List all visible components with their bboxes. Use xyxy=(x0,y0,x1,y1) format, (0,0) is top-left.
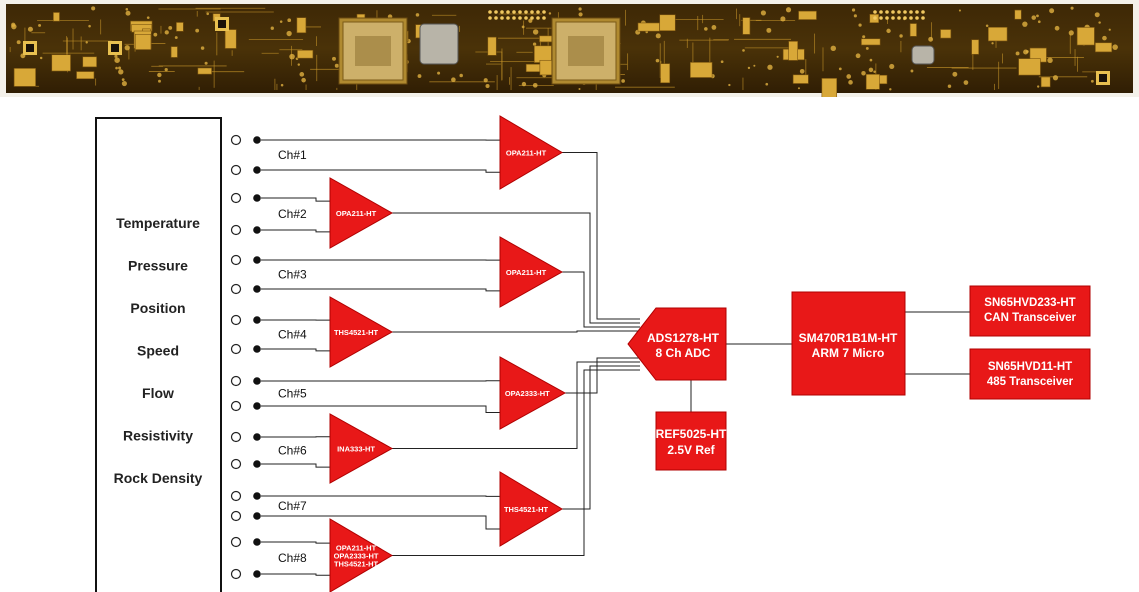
channel-label: Ch#5 xyxy=(278,387,307,401)
channel-label: Ch#6 xyxy=(278,444,307,458)
input-terminal-dot xyxy=(253,194,261,202)
rs485-name: SN65HVD11-HT xyxy=(988,361,1072,373)
ref-name: REF5025-HT xyxy=(656,427,727,441)
input-terminal-open xyxy=(232,377,241,386)
input-terminal-open xyxy=(232,316,241,325)
amplifier-label: OPA211-HT xyxy=(336,209,377,218)
input-terminal-dot xyxy=(253,377,261,385)
measurement-label: Pressure xyxy=(128,258,188,274)
amplifier: OPA211-HT xyxy=(500,116,562,189)
amplifier-label: OPA211-HT xyxy=(506,149,547,158)
input-terminal-dot xyxy=(253,538,261,546)
amplifier: THS4521-HT xyxy=(330,297,392,367)
amplifier: OPA211-HT xyxy=(330,178,392,248)
input-terminal-open xyxy=(232,194,241,203)
rs485-desc: 485 Transceiver xyxy=(987,376,1074,388)
amplifier-label: THS4521-HT xyxy=(504,505,549,514)
input-terminal-open xyxy=(232,166,241,175)
can-name: SN65HVD233-HT xyxy=(984,297,1075,309)
mcu-name: SM470R1B1M-HT xyxy=(799,331,898,345)
ref-desc: 2.5V Ref xyxy=(667,443,715,457)
input-terminal-dot xyxy=(253,256,261,264)
rs485-transceiver-block: SN65HVD11-HT 485 Transceiver xyxy=(970,349,1090,399)
amplifier-label: INA333-HT xyxy=(337,445,375,454)
input-terminal-dot xyxy=(253,345,261,353)
measurement-label: Flow xyxy=(142,385,174,401)
input-terminal-open xyxy=(232,460,241,469)
amplifier-label: THS4521-HT xyxy=(334,328,379,337)
adc-block: ADS1278-HT 8 Ch ADC xyxy=(628,308,726,380)
input-terminal-open xyxy=(232,570,241,579)
input-terminal-open xyxy=(232,402,241,411)
input-terminal-open xyxy=(232,492,241,501)
channel-label: Ch#7 xyxy=(278,499,307,513)
amplifier-label: OPA211-HT xyxy=(506,268,547,277)
input-terminal-dot xyxy=(253,433,261,441)
amplifier: OPA2333-HT xyxy=(500,357,565,429)
can-transceiver-block: SN65HVD233-HT CAN Transceiver xyxy=(970,286,1090,336)
amplifier: INA333-HT xyxy=(330,414,392,483)
input-terminal-dot xyxy=(253,166,261,174)
input-terminal-open xyxy=(232,433,241,442)
channel-label: Ch#8 xyxy=(278,551,307,565)
input-terminal-open xyxy=(232,345,241,354)
channel-label: Ch#3 xyxy=(278,268,307,282)
amplifier: OPA211-HT xyxy=(500,237,562,307)
adc-name: ADS1278-HT xyxy=(647,331,720,345)
measurement-label: Resistivity xyxy=(123,428,193,444)
adc-desc: 8 Ch ADC xyxy=(656,346,711,360)
input-terminal-dot xyxy=(253,226,261,234)
input-terminal-open xyxy=(232,512,241,521)
amplifier-label: OPA2333-HT xyxy=(505,389,550,398)
input-terminal-dot xyxy=(253,492,261,500)
measurement-label: Rock Density xyxy=(114,470,203,486)
input-terminal-dot xyxy=(253,512,261,520)
amplifier: THS4521-HT xyxy=(500,472,562,546)
measurement-label: Speed xyxy=(137,343,179,359)
ref-block: REF5025-HT 2.5V Ref xyxy=(656,412,727,470)
channel-label: Ch#4 xyxy=(278,328,307,342)
input-terminal-dot xyxy=(253,285,261,293)
input-terminal-dot xyxy=(253,402,261,410)
channel-label: Ch#1 xyxy=(278,148,307,162)
input-terminal-dot xyxy=(253,570,261,578)
input-terminal-dot xyxy=(253,136,261,144)
input-terminal-open xyxy=(232,285,241,294)
channel-label: Ch#2 xyxy=(278,207,307,221)
input-terminal-open xyxy=(232,136,241,145)
mcu-block: SM470R1B1M-HT ARM 7 Micro xyxy=(792,292,905,395)
amplifier-label: THS4521-HT xyxy=(334,560,379,569)
measurement-label: Position xyxy=(130,300,185,316)
input-terminal-dot xyxy=(253,460,261,468)
can-desc: CAN Transceiver xyxy=(984,312,1077,324)
input-terminals: Ch#1Ch#2Ch#3Ch#4Ch#5Ch#6Ch#7Ch#8 xyxy=(232,136,308,579)
amplifiers: OPA211-HTOPA211-HTOPA211-HTTHS4521-HTOPA… xyxy=(330,116,565,592)
pcb-photo xyxy=(0,0,1139,97)
block-diagram: TemperaturePressurePositionSpeedFlowResi… xyxy=(0,97,1139,592)
measurement-label: Temperature xyxy=(116,215,200,231)
input-terminal-open xyxy=(232,256,241,265)
input-terminal-dot xyxy=(253,316,261,324)
mcu-desc: ARM 7 Micro xyxy=(812,346,885,360)
input-terminal-open xyxy=(232,538,241,547)
input-terminal-open xyxy=(232,226,241,235)
